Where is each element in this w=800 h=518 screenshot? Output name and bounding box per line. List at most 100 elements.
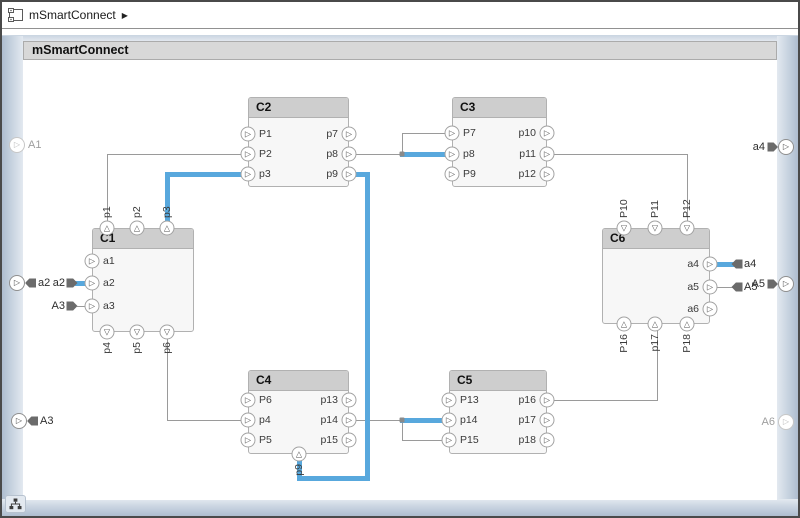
port-C2-p9[interactable]: ▷ bbox=[341, 166, 357, 182]
boundary-tag-A3[interactable] bbox=[27, 416, 38, 426]
port-C1-p4[interactable]: ▽ bbox=[99, 324, 115, 340]
connector-tag-a2[interactable] bbox=[66, 278, 78, 288]
port-C2-p8[interactable]: ▷ bbox=[341, 146, 357, 162]
port-C1-a3[interactable]: ▷ bbox=[84, 298, 100, 314]
breadcrumb-item-model[interactable]: mSmartConnect bbox=[29, 8, 116, 22]
connector-segment[interactable] bbox=[348, 419, 403, 421]
component-C6[interactable]: C6 bbox=[602, 228, 710, 324]
port-C4-p4[interactable]: ▷ bbox=[240, 412, 256, 428]
connector-segment[interactable] bbox=[399, 417, 452, 423]
port-label: P9 bbox=[463, 168, 476, 180]
connector-segment[interactable] bbox=[399, 151, 455, 157]
port-C4-p13[interactable]: ▷ bbox=[341, 392, 357, 408]
port-C5-p17[interactable]: ▷ bbox=[539, 412, 555, 428]
port-C3-P9[interactable]: ▷ bbox=[444, 166, 460, 182]
connector-segment[interactable] bbox=[709, 286, 733, 288]
port-C6-P12[interactable]: ▽ bbox=[679, 220, 695, 236]
connector-segment[interactable] bbox=[106, 153, 249, 155]
boundary-port-a4[interactable]: ▷ bbox=[778, 139, 794, 155]
port-label: P13 bbox=[460, 394, 479, 406]
port-C6-a4[interactable]: ▷ bbox=[702, 256, 718, 272]
boundary-port-label: a2 bbox=[38, 277, 51, 289]
connector-segment[interactable] bbox=[348, 153, 403, 155]
port-C6-a6[interactable]: ▷ bbox=[702, 301, 718, 317]
component-C1[interactable]: C1 bbox=[92, 228, 194, 332]
port-C4-p9[interactable]: △ bbox=[291, 446, 307, 462]
port-direction-icon: ▷ bbox=[88, 278, 96, 287]
boundary-port-A1[interactable]: ▷ bbox=[9, 137, 25, 153]
port-C2-P2[interactable]: ▷ bbox=[240, 146, 256, 162]
port-C3-P7[interactable]: ▷ bbox=[444, 125, 460, 141]
connector-segment[interactable] bbox=[296, 451, 302, 481]
port-label: p14 bbox=[320, 414, 338, 426]
connector-segment[interactable] bbox=[401, 132, 403, 155]
port-C6-p17[interactable]: △ bbox=[647, 316, 663, 332]
connector-segment[interactable] bbox=[656, 323, 658, 401]
port-C5-p16[interactable]: ▷ bbox=[539, 392, 555, 408]
connector-segment[interactable] bbox=[546, 399, 658, 401]
boundary-tag-a4[interactable] bbox=[767, 142, 778, 152]
port-C1-p6[interactable]: ▽ bbox=[159, 324, 175, 340]
port-C3-p11[interactable]: ▷ bbox=[539, 146, 555, 162]
connector-segment[interactable] bbox=[401, 419, 403, 441]
port-C1-p1[interactable]: △ bbox=[99, 220, 115, 236]
component-C4[interactable]: C4 bbox=[248, 370, 349, 454]
connector-segment[interactable] bbox=[296, 475, 370, 481]
port-label: p18 bbox=[518, 434, 536, 446]
connector-segment[interactable] bbox=[166, 331, 168, 421]
port-C2-p3[interactable]: ▷ bbox=[240, 166, 256, 182]
connector-segment[interactable] bbox=[346, 171, 370, 177]
port-C6-P16[interactable]: △ bbox=[616, 316, 632, 332]
port-C6-P10[interactable]: ▽ bbox=[616, 220, 632, 236]
model-icon bbox=[8, 8, 23, 22]
connector-segment[interactable] bbox=[364, 171, 370, 481]
component-C5[interactable]: C5 bbox=[449, 370, 547, 454]
connector-segment[interactable] bbox=[164, 171, 251, 177]
connector-segment[interactable] bbox=[166, 419, 249, 421]
component-C2[interactable]: C2 bbox=[248, 97, 349, 187]
port-C6-a5[interactable]: ▷ bbox=[702, 279, 718, 295]
port-C4-p15[interactable]: ▷ bbox=[341, 432, 357, 448]
port-C1-a2[interactable]: ▷ bbox=[84, 275, 100, 291]
connector-tag-A5[interactable] bbox=[731, 282, 743, 292]
frame-edge-bottom bbox=[2, 499, 798, 516]
boundary-port-A6[interactable]: ▷ bbox=[778, 414, 794, 430]
port-C3-p8[interactable]: ▷ bbox=[444, 146, 460, 162]
port-C1-p3[interactable]: △ bbox=[159, 220, 175, 236]
connector-segment[interactable] bbox=[106, 153, 108, 229]
boundary-port-a2[interactable]: ▷ bbox=[9, 275, 25, 291]
connector-segment[interactable] bbox=[401, 132, 453, 134]
breadcrumb-expand-arrow[interactable]: ▶ bbox=[121, 10, 128, 20]
port-C4-P5[interactable]: ▷ bbox=[240, 432, 256, 448]
port-C1-p5[interactable]: ▽ bbox=[129, 324, 145, 340]
boundary-tag-A5[interactable] bbox=[767, 279, 778, 289]
component-C3[interactable]: C3 bbox=[452, 97, 547, 187]
port-C3-p12[interactable]: ▷ bbox=[539, 166, 555, 182]
connector-segment[interactable] bbox=[707, 261, 735, 267]
port-C3-p10[interactable]: ▷ bbox=[539, 125, 555, 141]
hierarchy-button[interactable] bbox=[5, 495, 26, 513]
port-C6-P11[interactable]: ▽ bbox=[647, 220, 663, 236]
connector-segment[interactable] bbox=[164, 171, 170, 231]
connector-tag-a4[interactable] bbox=[731, 259, 743, 269]
boundary-tag-a2[interactable] bbox=[25, 278, 36, 288]
port-C2-P1[interactable]: ▷ bbox=[240, 126, 256, 142]
port-C1-a1[interactable]: ▷ bbox=[84, 253, 100, 269]
port-C6-P18[interactable]: △ bbox=[679, 316, 695, 332]
connector-segment[interactable] bbox=[686, 153, 688, 229]
connector-tag-A3[interactable] bbox=[66, 301, 78, 311]
port-C2-p7[interactable]: ▷ bbox=[341, 126, 357, 142]
port-C5-p18[interactable]: ▷ bbox=[539, 432, 555, 448]
port-C4-P6[interactable]: ▷ bbox=[240, 392, 256, 408]
port-C4-p14[interactable]: ▷ bbox=[341, 412, 357, 428]
port-C5-P13[interactable]: ▷ bbox=[441, 392, 457, 408]
port-C5-p14[interactable]: ▷ bbox=[441, 412, 457, 428]
boundary-port-A5[interactable]: ▷ bbox=[778, 276, 794, 292]
connector-segment[interactable] bbox=[546, 153, 688, 155]
port-C5-P15[interactable]: ▷ bbox=[441, 432, 457, 448]
port-direction-icon: ▷ bbox=[543, 128, 551, 137]
connector-segment[interactable] bbox=[401, 439, 450, 441]
boundary-port-A3[interactable]: ▷ bbox=[11, 413, 27, 429]
port-C1-p2[interactable]: △ bbox=[129, 220, 145, 236]
